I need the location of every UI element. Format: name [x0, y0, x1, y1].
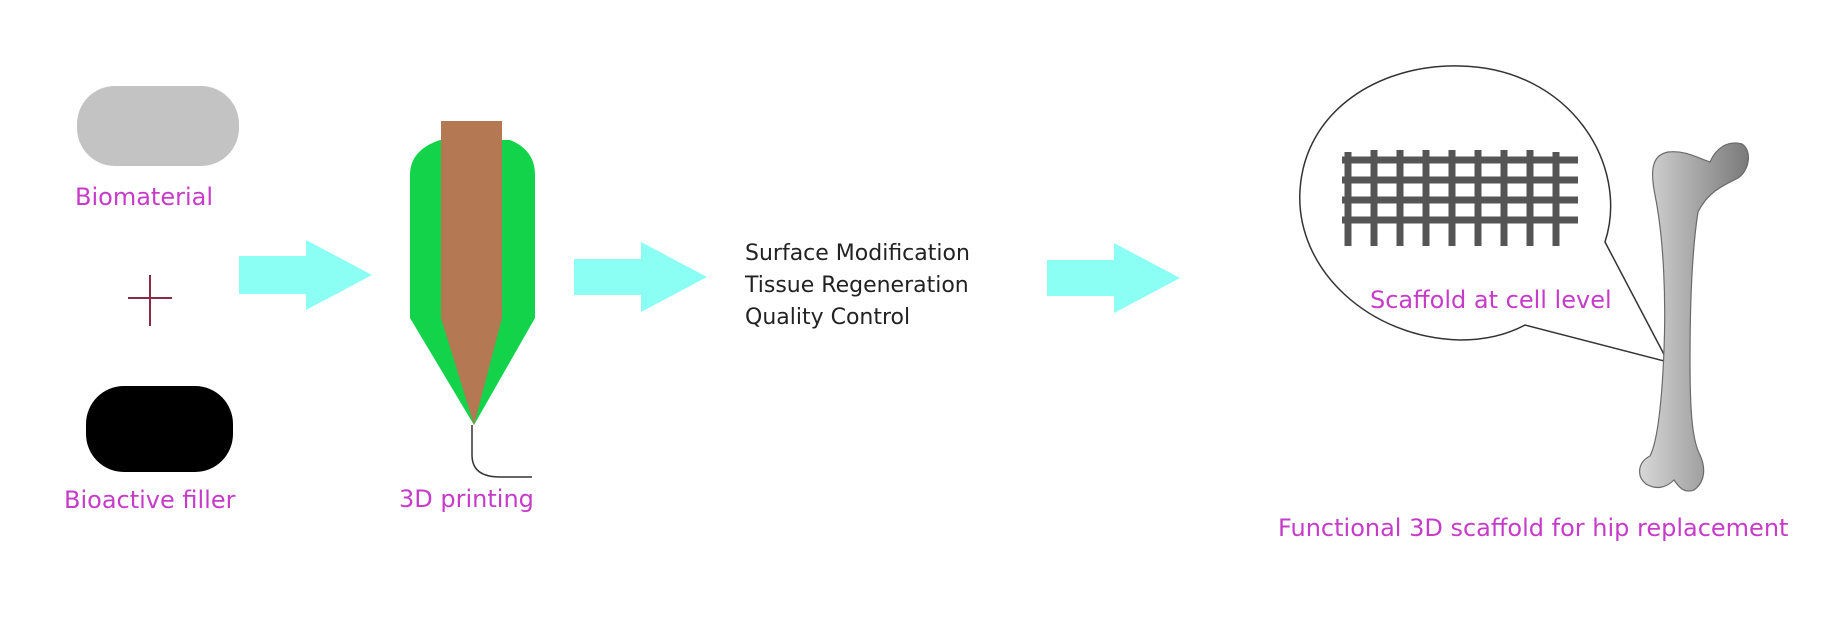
femur-bone-icon — [1639, 142, 1749, 492]
scaffold-mesh-icon — [1342, 150, 1578, 246]
bioactive-filler-shape — [86, 386, 233, 472]
right-arrow-icon — [574, 242, 707, 312]
biomaterial-label: Biomaterial — [75, 183, 213, 211]
functional-scaffold-label: Functional 3D scaffold for hip replaceme… — [1278, 514, 1789, 542]
step-quality-control: Quality Control — [745, 305, 911, 330]
plus-sign-icon — [128, 275, 172, 326]
right-arrow-icon — [1047, 243, 1180, 313]
step-surface-modification: Surface Modification — [745, 241, 970, 266]
printer-nozzle-icon — [410, 121, 535, 478]
biomaterial-shape — [77, 86, 239, 166]
right-arrow-icon — [239, 240, 372, 310]
bioactive-filler-label: Bioactive filler — [64, 486, 236, 514]
3d-printing-label: 3D printing — [399, 485, 534, 513]
cell-level-callout — [1299, 65, 1670, 364]
scaffold-cell-level-label: Scaffold at cell level — [1370, 286, 1612, 314]
step-tissue-regeneration: Tissue Regeneration — [745, 273, 969, 298]
